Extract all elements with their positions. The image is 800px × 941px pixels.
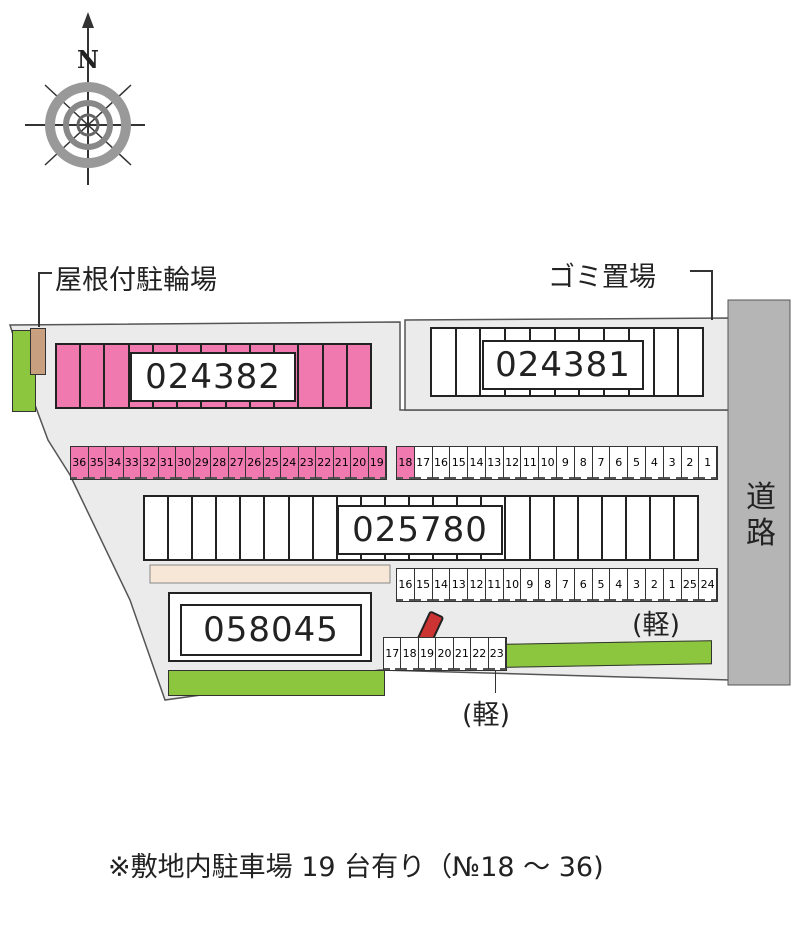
parking-slot: 32 [141, 447, 159, 479]
parking-slot: 17 [384, 638, 402, 670]
hedge [168, 670, 385, 696]
parking-slot: 18 [401, 638, 419, 670]
parking-slot: 1 [663, 569, 682, 601]
parking-slot: 14 [468, 447, 486, 479]
parking-slot: 4 [645, 447, 664, 479]
parking-slot: 6 [574, 569, 593, 601]
parking-slot: 24 [699, 569, 718, 601]
north-label: N [77, 45, 99, 74]
parking-slot: 15 [414, 569, 433, 601]
parking-slot: 17 [414, 447, 433, 479]
kei-label: (軽) [632, 610, 681, 641]
parking-slot: 28 [211, 447, 229, 479]
parking-slot: 8 [539, 569, 558, 601]
parking-slot: 25 [263, 447, 281, 479]
parking-slot: 22 [471, 638, 489, 670]
parking-slot: 22 [316, 447, 334, 479]
parking-slot: 2 [645, 569, 664, 601]
parking-slot: 6 [610, 447, 629, 479]
kei-label: (軽) [462, 700, 511, 731]
parking-slot: 11 [521, 447, 540, 479]
parking-slot: 30 [176, 447, 194, 479]
parking-slot: 18 [397, 447, 415, 479]
parking-slot: 10 [539, 447, 558, 479]
parking-slot: 24 [281, 447, 299, 479]
parking-slot: 7 [557, 569, 575, 601]
bicycle-parking-label: 屋根付駐輪場 [55, 265, 217, 296]
parking-slot: 9 [521, 569, 540, 601]
parking-slot: 13 [485, 447, 504, 479]
parking-slot: 20 [436, 638, 454, 670]
building-id: 058045 [180, 604, 362, 656]
parking-slot: 2 [681, 447, 700, 479]
parking-slot: 25 [681, 569, 700, 601]
parking-slot: 3 [663, 447, 682, 479]
parking-slot: 20 [351, 447, 369, 479]
parking-slot: 12 [503, 447, 522, 479]
parking-slot: 13 [450, 569, 469, 601]
parking-slot: 14 [432, 569, 451, 601]
parking-slot: 35 [88, 447, 106, 479]
parking-slot: 7 [592, 447, 611, 479]
parking-slot: 23 [298, 447, 316, 479]
parking-slot: 27 [228, 447, 246, 479]
road-label: 道路 [746, 480, 776, 551]
parking-slot: 9 [557, 447, 575, 479]
parking-slot: 33 [123, 447, 141, 479]
parking-slot: 21 [333, 447, 351, 479]
garbage-area-label: ゴミ置場 [548, 262, 656, 293]
parking-slot: 10 [503, 569, 522, 601]
parking-slot: 29 [193, 447, 211, 479]
parking-slot: 8 [574, 447, 593, 479]
parking-slot: 23 [488, 638, 506, 670]
parking-slot: 5 [628, 447, 646, 479]
parking-slot: 21 [453, 638, 472, 670]
compass-icon: N [25, 12, 145, 185]
bicycle-shelter [30, 328, 46, 375]
building-id: 025780 [337, 505, 503, 555]
parking-slot: 31 [158, 447, 176, 479]
parking-slot: 36 [71, 447, 89, 479]
parking-slot: 15 [450, 447, 469, 479]
parking-slot: 16 [397, 569, 415, 601]
parking-slot: 4 [610, 569, 629, 601]
parking-slot: 19 [418, 638, 437, 670]
building-id: 024381 [482, 340, 644, 390]
footer-note: ※敷地内駐車場 19 台有り（№18 ～ 36) [108, 852, 604, 883]
parking-slot: 16 [432, 447, 451, 479]
parking-slot: 11 [485, 569, 504, 601]
parking-slot: 34 [106, 447, 124, 479]
parking-slot: 12 [468, 569, 486, 601]
parking-slot: 5 [592, 569, 611, 601]
parking-slot: 3 [628, 569, 646, 601]
parking-slot: 19 [368, 447, 386, 479]
parking-slot: 1 [699, 447, 718, 479]
parking-slot: 26 [246, 447, 264, 479]
building-id: 024382 [130, 352, 296, 402]
hedge [505, 640, 712, 668]
